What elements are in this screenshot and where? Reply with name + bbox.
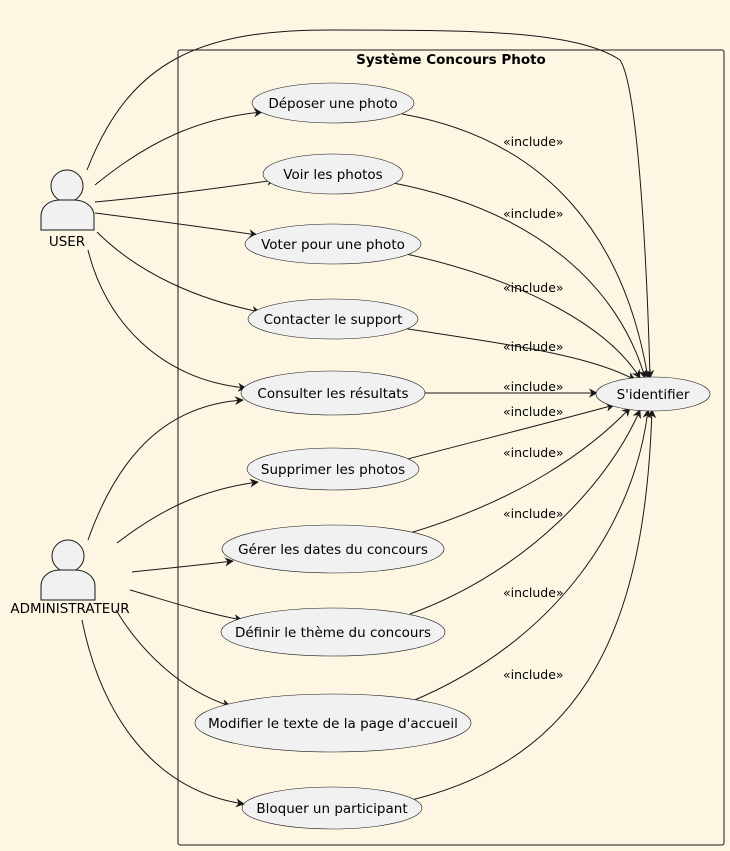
use-case-modifier[interactable]: Modifier le texte de la page d'accueil — [194, 693, 472, 753]
use-case-identifier[interactable]: S'identifier — [595, 376, 711, 412]
edge-user-consulter — [87, 249, 247, 392]
use-case-label: Consulter les résultats — [257, 386, 408, 402]
actor-administrateur[interactable]: ADMINISTRATEUR — [10, 539, 130, 617]
use-case-label: Déposer une photo — [268, 96, 397, 112]
system-boundary: Système Concours Photo — [177, 49, 725, 846]
include-label: «include» — [503, 339, 564, 354]
user-icon — [40, 169, 95, 231]
include-supprimer — [399, 402, 615, 462]
use-case-label: Modifier le texte de la page d'accueil — [208, 716, 458, 732]
include-label: «include» — [503, 506, 564, 521]
use-case-label: Gérer les dates du concours — [238, 542, 428, 558]
use-case-definir[interactable]: Définir le thème du concours — [220, 607, 446, 657]
use-case-deposer[interactable]: Déposer une photo — [251, 82, 415, 124]
use-case-supprimer[interactable]: Supprimer les photos — [246, 447, 420, 491]
include-edges — [387, 113, 657, 803]
include-label: «include» — [503, 445, 564, 460]
use-case-bloquer[interactable]: Bloquer un participant — [241, 786, 423, 830]
use-case-label: Voter pour une photo — [261, 237, 405, 253]
include-voter — [396, 251, 641, 379]
include-bloquer — [402, 409, 657, 803]
admin-associations — [81, 396, 259, 808]
use-case-label: S'identifier — [617, 387, 690, 403]
include-deposer — [401, 113, 652, 379]
use-case-voter[interactable]: Voter pour une photo — [244, 223, 422, 265]
include-label: «include» — [503, 667, 564, 682]
include-labels: «include» «include» «include» «include» … — [503, 134, 564, 682]
use-case-contacter[interactable]: Contacter le support — [247, 298, 419, 340]
use-case-label: Supprimer les photos — [261, 462, 405, 478]
include-voir — [387, 181, 648, 379]
edge-user-deposer — [94, 108, 263, 186]
use-case-label: Voir les photos — [283, 167, 382, 183]
include-definir — [409, 409, 641, 615]
edge-admin-definir — [129, 589, 243, 623]
include-contacter — [401, 327, 636, 381]
include-modifier — [409, 409, 652, 703]
include-label: «include» — [503, 134, 564, 149]
use-case-label: Bloquer un participant — [256, 801, 407, 817]
edge-user-contacter — [96, 231, 261, 315]
use-case-consulter[interactable]: Consulter les résultats — [240, 370, 426, 416]
actor-label: USER — [49, 234, 85, 250]
use-case-label: Contacter le support — [264, 312, 403, 328]
user-associations — [86, 29, 655, 392]
actor-user[interactable]: USER — [40, 169, 95, 250]
edge-admin-bloquer — [81, 619, 245, 808]
include-label: «include» — [503, 206, 564, 221]
use-case-voir[interactable]: Voir les photos — [262, 153, 404, 195]
use-case-gerer[interactable]: Gérer les dates du concours — [221, 524, 445, 574]
include-label: «include» — [503, 585, 564, 600]
edge-user-voter — [94, 212, 258, 239]
edge-admin-supprimer — [116, 478, 259, 544]
include-label: «include» — [503, 280, 564, 295]
edge-admin-modifier — [115, 609, 231, 708]
include-gerer — [409, 407, 631, 534]
edge-user-voir — [94, 176, 276, 203]
edge-admin-consulter — [87, 396, 244, 541]
actor-label: ADMINISTRATEUR — [10, 601, 129, 617]
edge-user-identifier — [86, 29, 655, 379]
system-title: Système Concours Photo — [356, 52, 546, 68]
edge-admin-gerer — [131, 557, 234, 573]
use-case-label: Définir le thème du concours — [235, 625, 431, 641]
include-label: «include» — [503, 404, 564, 419]
user-icon — [40, 539, 96, 601]
include-label: «include» — [503, 379, 564, 394]
